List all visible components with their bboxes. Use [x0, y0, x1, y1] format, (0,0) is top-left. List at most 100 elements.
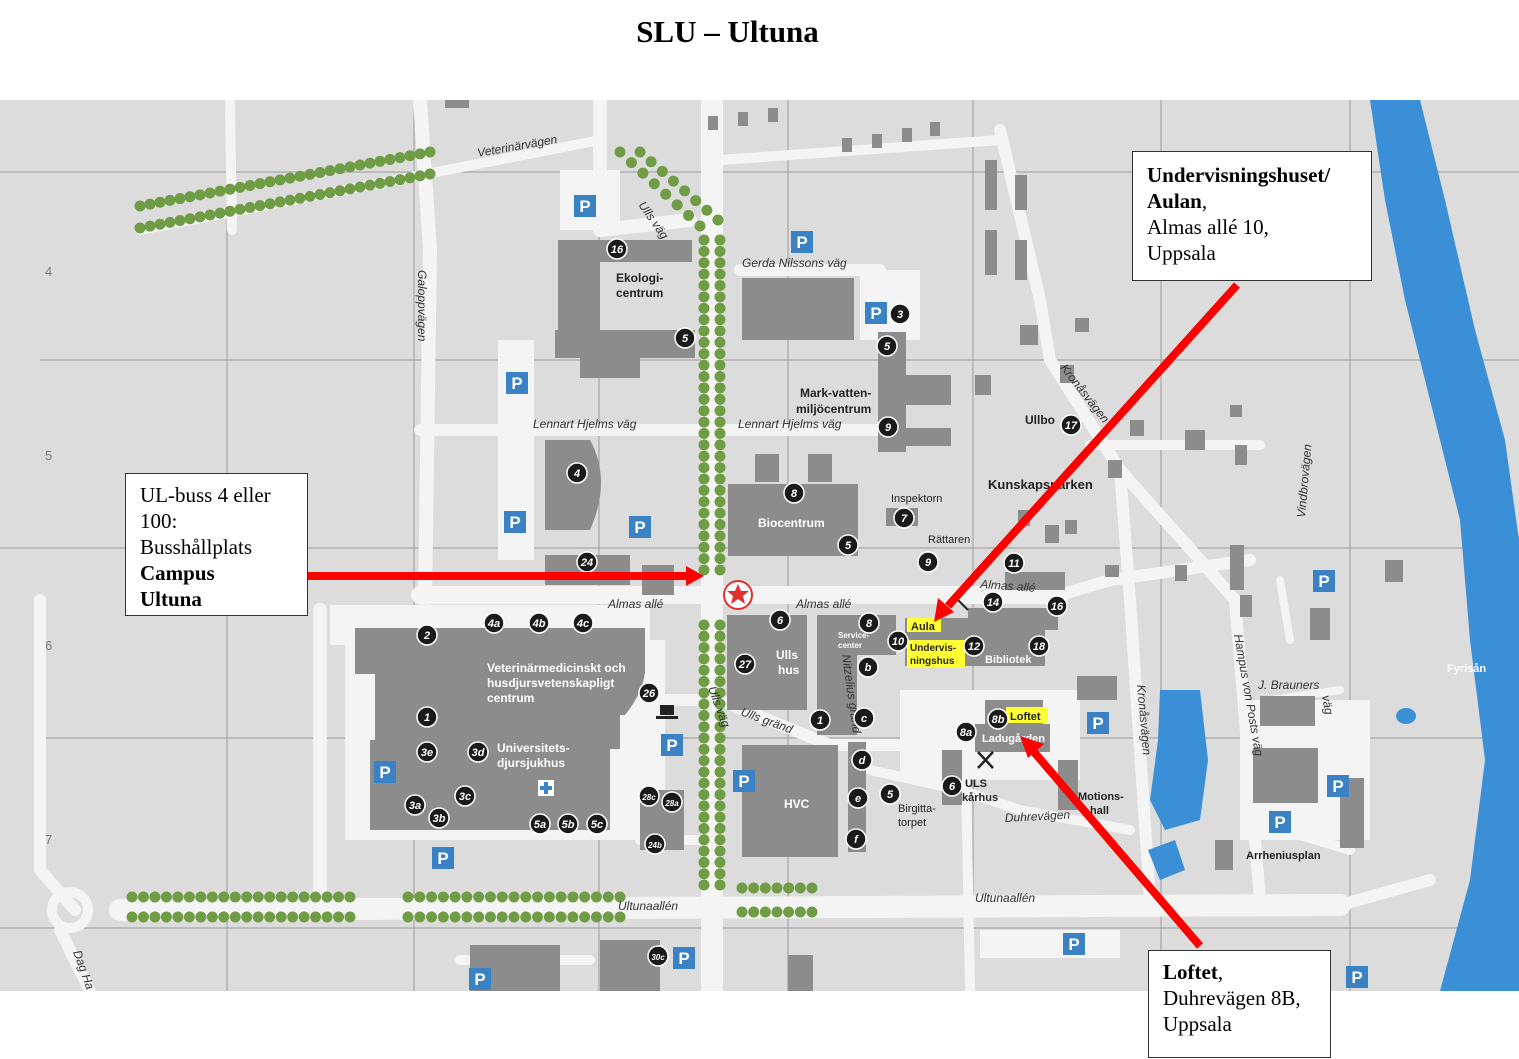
tree: [496, 911, 508, 923]
building-number-marker[interactable]: 8: [858, 612, 880, 634]
building-number-marker[interactable]: 1: [809, 709, 831, 731]
building-number-marker[interactable]: 4: [566, 462, 588, 484]
building-number-marker[interactable]: 16: [1046, 595, 1068, 617]
tree: [714, 462, 726, 474]
label-biocentrum: Biocentrum: [758, 516, 825, 530]
tree: [473, 911, 485, 923]
tree: [579, 911, 591, 923]
tree: [402, 911, 414, 923]
tree: [748, 906, 760, 918]
building-number-marker[interactable]: 26: [638, 682, 660, 704]
tree: [137, 911, 149, 923]
building-number-marker[interactable]: 16: [606, 238, 628, 260]
building-number-marker[interactable]: 8: [783, 482, 805, 504]
building-number-marker[interactable]: 9: [877, 416, 899, 438]
building-number-marker[interactable]: 3e: [416, 741, 438, 763]
tree: [712, 214, 724, 226]
building-number-marker[interactable]: 3: [889, 303, 911, 325]
building-number-label: 2: [423, 630, 430, 642]
building-number-marker[interactable]: 5: [674, 327, 696, 349]
tree: [698, 664, 710, 676]
building-number-label: 6: [949, 781, 956, 793]
building-number-marker[interactable]: b: [857, 656, 879, 678]
building-number-marker[interactable]: 2: [416, 624, 438, 646]
building-number-marker[interactable]: e: [847, 787, 869, 809]
parking-label: P: [634, 518, 645, 537]
building-number-marker[interactable]: 6: [941, 775, 963, 797]
tree: [298, 911, 310, 923]
tree: [275, 891, 287, 903]
building-number-marker[interactable]: 8b: [987, 708, 1009, 730]
building-number-marker[interactable]: 24: [576, 551, 598, 573]
building-number-marker[interactable]: 24b: [644, 833, 666, 855]
building-number-marker[interactable]: 5c: [586, 813, 608, 835]
tree: [229, 911, 241, 923]
building-number-marker[interactable]: 1: [416, 706, 438, 728]
tree: [224, 205, 236, 217]
tree: [414, 170, 426, 182]
parking-label: P: [738, 772, 749, 791]
parking-sign: P: [1327, 775, 1349, 797]
tree: [590, 891, 602, 903]
tree: [736, 906, 748, 918]
building-number-marker[interactable]: 11: [1003, 552, 1025, 574]
restaurant-icon-2: [957, 599, 969, 611]
building-number-label: 27: [738, 659, 752, 671]
tree: [748, 882, 760, 894]
building-number-marker[interactable]: 5: [876, 335, 898, 357]
building-number-marker[interactable]: 5a: [529, 813, 551, 835]
building-number-marker[interactable]: 30c: [647, 945, 669, 967]
building-number-marker[interactable]: 4b: [528, 612, 550, 634]
building-number-marker[interactable]: 27: [734, 653, 756, 675]
building-number-marker[interactable]: 4c: [572, 612, 594, 634]
building-number-marker[interactable]: 7: [893, 507, 915, 529]
arrow-loftet-head: [1020, 736, 1044, 758]
building-number-marker[interactable]: 3a: [404, 794, 426, 816]
building-number-marker[interactable]: 4a: [483, 612, 505, 634]
parking-sign: P: [673, 947, 695, 969]
building-number-label: 1: [817, 715, 823, 727]
road-label-galoppvagen: Galoppvägen: [415, 270, 429, 342]
building-number-marker[interactable]: 28a: [661, 791, 683, 813]
building-number-marker[interactable]: 10: [887, 630, 909, 652]
tree: [698, 302, 710, 314]
tree: [714, 302, 726, 314]
tree: [614, 146, 626, 158]
building-number-marker[interactable]: c: [853, 707, 875, 729]
building-number-marker[interactable]: 5: [879, 783, 901, 805]
building-number-marker[interactable]: 3d: [467, 741, 489, 763]
building-number-marker[interactable]: d: [851, 749, 873, 771]
tree: [449, 911, 461, 923]
building-number-marker[interactable]: 14: [982, 591, 1004, 613]
tree: [645, 156, 657, 168]
building-number-label: 6: [777, 615, 784, 627]
building-number-marker[interactable]: 17: [1060, 414, 1082, 436]
tree: [714, 496, 726, 508]
tree: [134, 222, 146, 234]
tree: [384, 153, 396, 165]
tree: [218, 891, 230, 903]
tree: [274, 196, 286, 208]
tree: [414, 911, 426, 923]
building-number-marker[interactable]: 9: [917, 551, 939, 573]
building-number-marker[interactable]: 12: [963, 635, 985, 657]
label-birgitta-2: torpet: [898, 817, 926, 829]
building-number-marker[interactable]: f: [845, 828, 867, 850]
building-number-marker[interactable]: 6: [769, 609, 791, 631]
building-number-marker[interactable]: 28c: [638, 785, 660, 807]
tree: [714, 664, 726, 676]
label-service-1: Service-: [838, 631, 869, 640]
building-number-marker[interactable]: 3b: [428, 807, 450, 829]
bus-stop-marker[interactable]: [723, 580, 753, 610]
cafe-cup-icon: [656, 705, 678, 719]
building-number-marker[interactable]: 8a: [955, 721, 977, 743]
tree: [321, 891, 333, 903]
building-number-marker[interactable]: 5b: [557, 813, 579, 835]
building-number-marker[interactable]: 3c: [454, 785, 476, 807]
building-number-marker[interactable]: 5: [837, 534, 859, 556]
parking-sign: P: [661, 734, 683, 756]
building-number-label: 4a: [487, 618, 500, 630]
tree: [714, 507, 726, 519]
parking-label: P: [379, 763, 390, 782]
building-number-marker[interactable]: 18: [1028, 635, 1050, 657]
